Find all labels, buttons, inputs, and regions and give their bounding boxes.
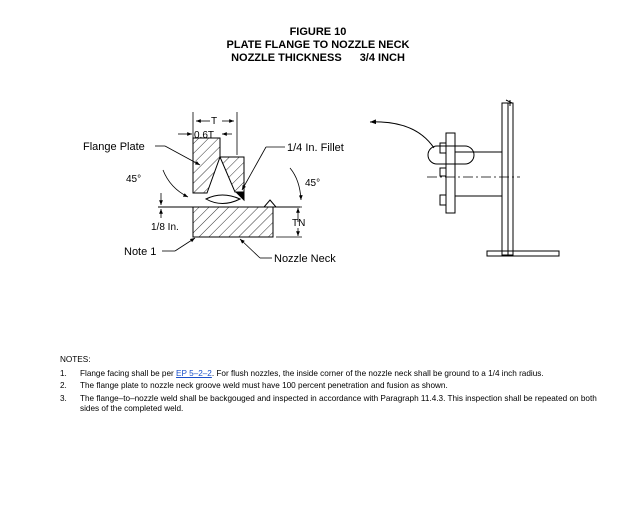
note-text: The flange–to–nozzle weld shall be backg…	[80, 393, 597, 414]
t-label: T	[211, 116, 217, 127]
thickness-label: NOZZLE THICKNESS	[231, 52, 342, 64]
ep-reference-link[interactable]: EP 5–2–2	[176, 368, 212, 378]
tn-label: TN	[292, 218, 305, 229]
flange-plate-label: Flange Plate	[83, 141, 145, 153]
nozzle-neck-section	[192, 206, 274, 238]
notes-heading: NOTES:	[60, 355, 91, 364]
fillet-label: 1/4 In. Fillet	[287, 142, 344, 154]
note-text: Flange facing shall be per EP 5–2–2. For…	[80, 369, 605, 380]
nozzle-overview-sketch	[369, 99, 560, 257]
figure-thickness-line: NOZZLE THICKNESS 3/4 INCH	[0, 52, 636, 65]
angle-right-label: 45°	[305, 178, 320, 189]
nozzle-wall-section	[219, 156, 245, 193]
note-item: 3. The flange–to–nozzle weld shall be ba…	[60, 394, 605, 415]
weld-section-detail	[155, 112, 303, 259]
weld-bead	[204, 194, 242, 204]
flange-plate-section	[192, 137, 221, 194]
nozzle-neck-label: Nozzle Neck	[274, 253, 336, 265]
angle-left-label: 45°	[126, 174, 141, 185]
gap-label: 1/8 In.	[151, 222, 179, 233]
note-number: 1.	[60, 368, 67, 378]
detail-callout	[427, 145, 475, 165]
thickness-value: 3/4 INCH	[359, 52, 405, 64]
note-item: 1. Flange facing shall be per EP 5–2–2. …	[60, 369, 605, 380]
note-number: 3.	[60, 393, 67, 403]
note-text: The flange plate to nozzle neck groove w…	[80, 381, 448, 390]
figure-subtitle: PLATE FLANGE TO NOZZLE NECK	[226, 39, 410, 51]
note-text-pre: Flange facing shall be per	[80, 368, 177, 378]
note-text-post: . For flush nozzles, the inside corner o…	[211, 368, 544, 378]
fillet-weld	[234, 191, 245, 202]
note1-label: Note 1	[124, 246, 156, 258]
note-number: 2.	[60, 381, 67, 390]
notes-section: NOTES: 1. Flange facing shall be per EP …	[60, 355, 605, 417]
figure-title: FIGURE 10	[289, 26, 347, 38]
point-six-t-label: 0.6T	[194, 130, 214, 141]
note-item: 2. The flange plate to nozzle neck groov…	[60, 381, 605, 392]
